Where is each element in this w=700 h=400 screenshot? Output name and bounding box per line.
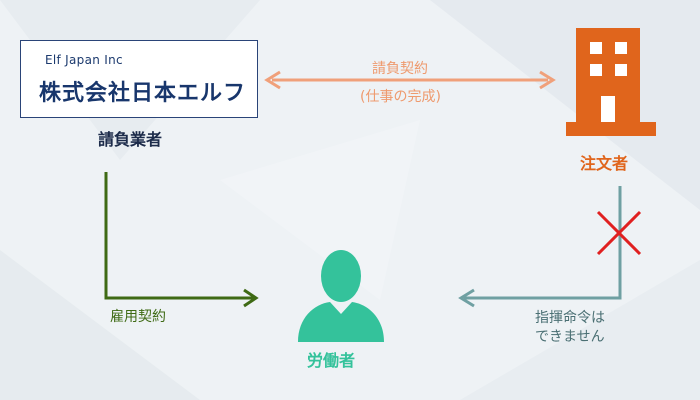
logo-subtitle: Elf Japan Inc: [45, 53, 123, 67]
command-arrow: [458, 186, 622, 308]
contract-sublabel: (仕事の完成): [360, 89, 441, 105]
contract-arrow: [264, 70, 556, 90]
building-icon: [566, 28, 656, 136]
client-label: 注文者: [580, 154, 629, 173]
contractor-logo: Elf Japan Inc 株式会社日本エルフ: [20, 40, 258, 118]
command-label-line2: できません: [535, 329, 605, 345]
worker-label: 労働者: [307, 351, 356, 370]
contract-label: 請負契約: [372, 61, 428, 77]
logo-company-name: 株式会社日本エルフ: [39, 81, 247, 106]
employment-label: 雇用契約: [110, 309, 166, 325]
employment-arrow: [104, 172, 259, 308]
person-icon: [298, 250, 384, 342]
cross-icon: [596, 210, 642, 256]
command-label-line1: 指揮命令は: [535, 310, 605, 326]
contractor-label: 請負業者: [98, 130, 163, 149]
